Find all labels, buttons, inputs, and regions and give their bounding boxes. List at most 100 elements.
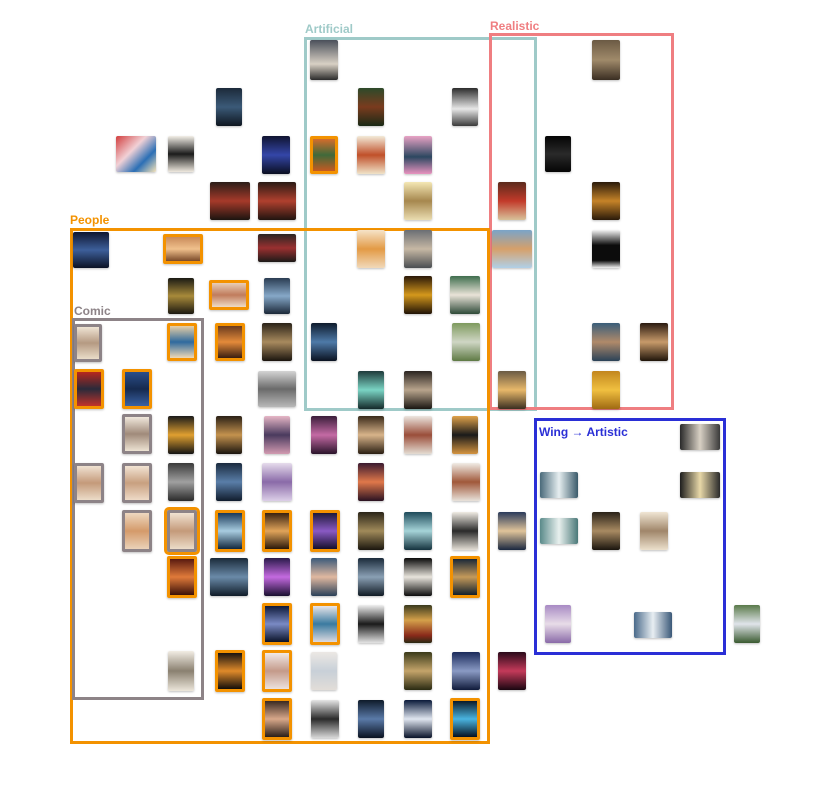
image-thumbnail[interactable] [258, 371, 296, 407]
image-thumbnail[interactable] [168, 136, 194, 172]
image-thumbnail[interactable] [357, 136, 385, 174]
image-thumbnail[interactable] [404, 371, 432, 409]
image-thumbnail[interactable] [168, 651, 194, 691]
image-thumbnail[interactable] [640, 323, 668, 361]
image-thumbnail[interactable] [592, 371, 620, 409]
image-thumbnail[interactable] [262, 603, 292, 645]
image-thumbnail[interactable] [311, 700, 339, 738]
image-thumbnail[interactable] [592, 40, 620, 80]
image-thumbnail[interactable] [592, 230, 620, 268]
image-thumbnail[interactable] [634, 612, 672, 638]
image-thumbnail[interactable] [167, 323, 197, 361]
image-thumbnail[interactable] [452, 416, 478, 454]
image-thumbnail[interactable] [404, 136, 432, 174]
image-thumbnail[interactable] [264, 416, 290, 454]
image-thumbnail[interactable] [734, 605, 760, 643]
image-thumbnail[interactable] [404, 605, 432, 643]
image-thumbnail[interactable] [262, 510, 292, 552]
image-thumbnail[interactable] [358, 558, 384, 596]
image-thumbnail[interactable] [592, 512, 620, 550]
image-thumbnail[interactable] [209, 280, 249, 310]
image-thumbnail[interactable] [262, 463, 292, 501]
image-thumbnail[interactable] [404, 700, 432, 738]
image-thumbnail[interactable] [311, 416, 337, 454]
image-thumbnail[interactable] [73, 232, 109, 268]
image-thumbnail[interactable] [640, 512, 668, 550]
image-thumbnail[interactable] [404, 652, 432, 690]
image-thumbnail[interactable] [262, 650, 292, 692]
image-thumbnail[interactable] [262, 136, 290, 174]
image-thumbnail[interactable] [404, 276, 432, 314]
image-thumbnail[interactable] [545, 605, 571, 643]
image-thumbnail[interactable] [164, 507, 200, 555]
image-thumbnail[interactable] [452, 512, 478, 550]
image-thumbnail[interactable] [357, 230, 385, 268]
image-thumbnail[interactable] [216, 416, 242, 454]
image-thumbnail[interactable] [210, 558, 248, 596]
image-thumbnail[interactable] [452, 652, 480, 690]
image-thumbnail[interactable] [404, 416, 432, 454]
image-thumbnail[interactable] [358, 416, 384, 454]
image-thumbnail[interactable] [358, 605, 384, 643]
image-thumbnail[interactable] [310, 603, 340, 645]
image-thumbnail[interactable] [215, 510, 245, 552]
image-thumbnail[interactable] [74, 324, 102, 362]
image-thumbnail[interactable] [262, 323, 292, 361]
image-thumbnail[interactable] [311, 558, 337, 596]
image-thumbnail[interactable] [404, 512, 432, 550]
image-thumbnail[interactable] [163, 234, 203, 264]
image-thumbnail[interactable] [680, 424, 720, 450]
image-thumbnail[interactable] [452, 463, 480, 501]
image-thumbnail[interactable] [358, 700, 384, 738]
image-thumbnail[interactable] [358, 88, 384, 126]
image-thumbnail[interactable] [358, 512, 384, 550]
image-thumbnail[interactable] [168, 278, 194, 314]
image-thumbnail[interactable] [264, 558, 290, 596]
image-thumbnail[interactable] [216, 463, 242, 501]
image-thumbnail[interactable] [262, 698, 292, 740]
image-thumbnail[interactable] [540, 518, 578, 544]
image-thumbnail[interactable] [215, 650, 245, 692]
image-thumbnail[interactable] [122, 369, 152, 409]
image-thumbnail[interactable] [680, 472, 720, 498]
image-thumbnail[interactable] [216, 88, 242, 126]
image-thumbnail[interactable] [498, 512, 526, 550]
image-thumbnail[interactable] [258, 234, 296, 262]
image-thumbnail[interactable] [167, 556, 197, 598]
image-thumbnail[interactable] [358, 371, 384, 409]
image-thumbnail[interactable] [404, 182, 432, 220]
image-thumbnail[interactable] [498, 182, 526, 220]
image-thumbnail[interactable] [450, 556, 480, 598]
image-thumbnail[interactable] [168, 463, 194, 501]
image-thumbnail[interactable] [498, 371, 526, 409]
image-thumbnail[interactable] [215, 323, 245, 361]
image-thumbnail[interactable] [310, 40, 338, 80]
image-thumbnail[interactable] [116, 136, 156, 172]
image-thumbnail[interactable] [545, 136, 571, 172]
image-thumbnail[interactable] [498, 652, 526, 690]
image-thumbnail[interactable] [592, 323, 620, 361]
image-thumbnail[interactable] [74, 369, 104, 409]
image-thumbnail[interactable] [450, 276, 480, 314]
image-thumbnail[interactable] [74, 463, 104, 503]
image-thumbnail[interactable] [264, 278, 290, 314]
image-thumbnail[interactable] [210, 182, 250, 220]
image-thumbnail[interactable] [122, 414, 152, 454]
image-thumbnail[interactable] [311, 652, 337, 690]
image-thumbnail[interactable] [168, 416, 194, 454]
image-thumbnail[interactable] [452, 88, 478, 126]
image-thumbnail[interactable] [310, 510, 340, 552]
image-thumbnail[interactable] [540, 472, 578, 498]
image-thumbnail[interactable] [122, 510, 152, 552]
image-thumbnail[interactable] [404, 558, 432, 596]
image-thumbnail[interactable] [311, 323, 337, 361]
image-thumbnail[interactable] [258, 182, 296, 220]
image-thumbnail[interactable] [452, 323, 480, 361]
image-thumbnail[interactable] [450, 698, 480, 740]
image-thumbnail[interactable] [310, 136, 338, 174]
image-thumbnail[interactable] [492, 230, 532, 268]
image-thumbnail[interactable] [592, 182, 620, 220]
image-thumbnail[interactable] [358, 463, 384, 501]
image-thumbnail[interactable] [404, 230, 432, 268]
image-thumbnail[interactable] [122, 463, 152, 503]
